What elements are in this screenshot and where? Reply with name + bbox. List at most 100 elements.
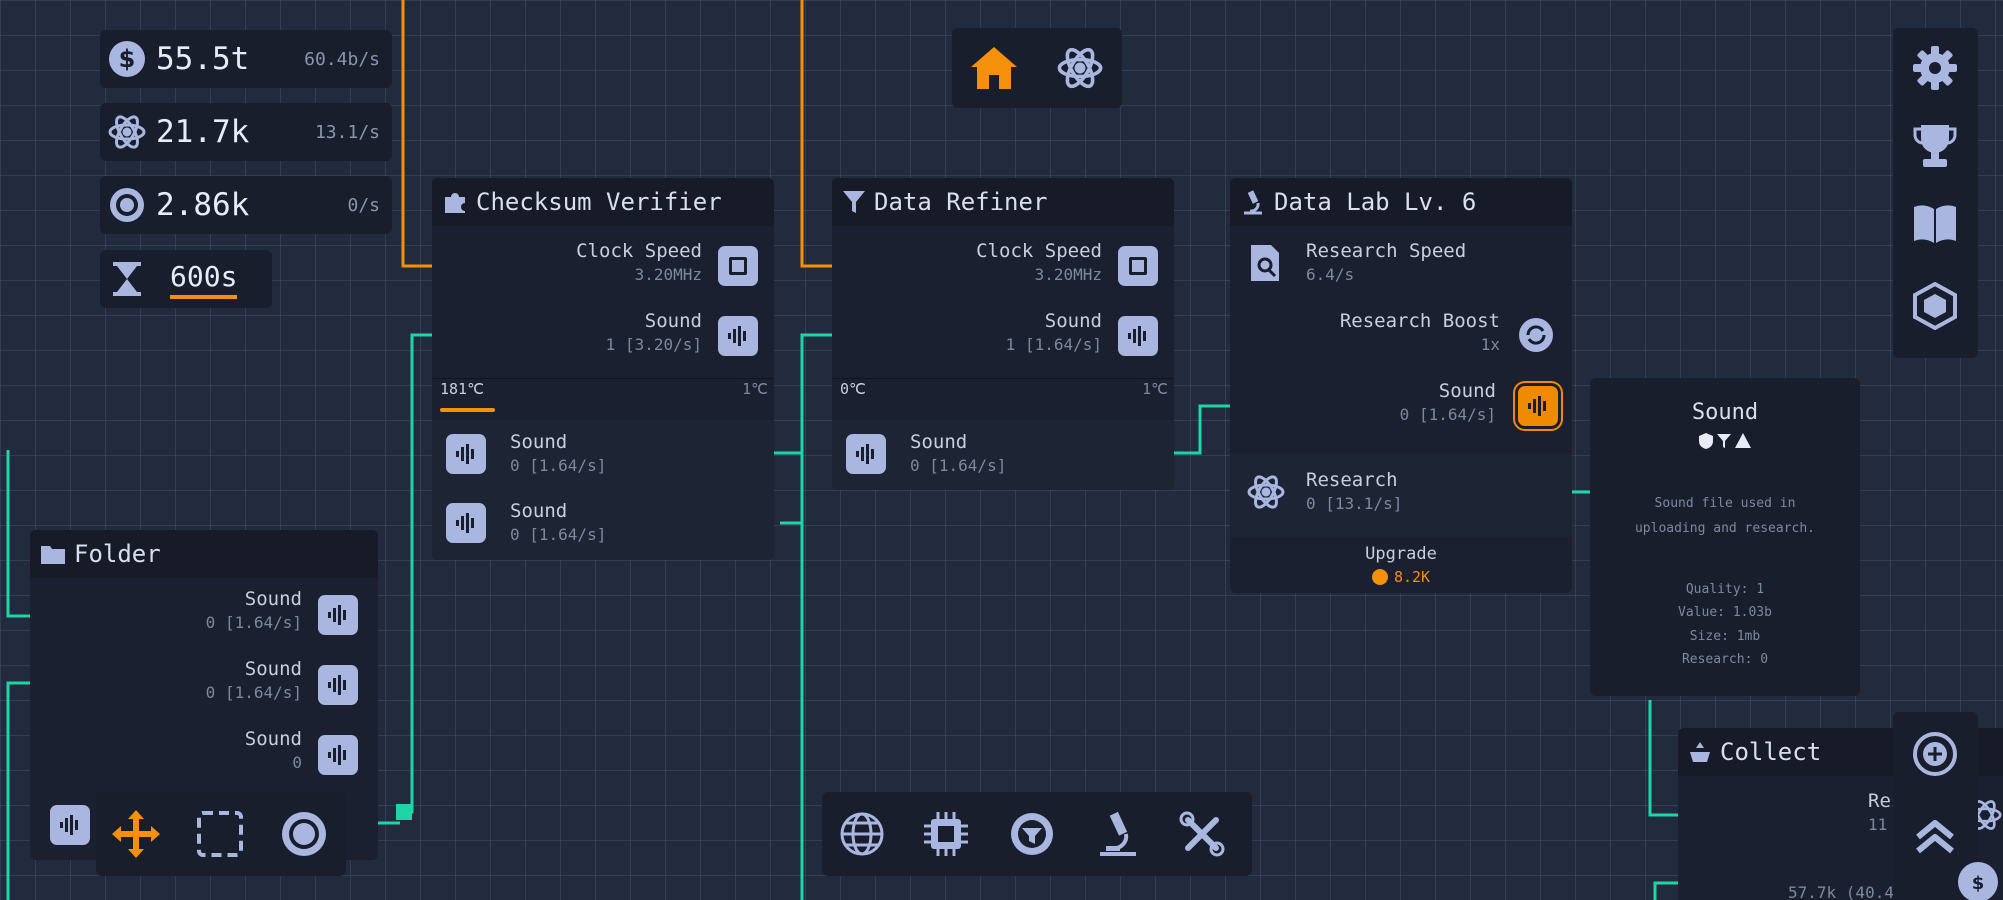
dollar-coin-icon: $ [106, 38, 148, 80]
upgrade-cost: 8.2K [1230, 568, 1572, 586]
funnel-icon [1717, 434, 1731, 448]
dollar-coin-icon[interactable]: $ [1958, 862, 1998, 900]
sound-file-icon[interactable] [318, 665, 358, 705]
research-speed-value: 6.4/s [1306, 265, 1355, 284]
temperature-current: 181℃ [440, 380, 484, 398]
sound-file-icon[interactable] [318, 735, 358, 775]
refiner-header[interactable]: Data Refiner [832, 178, 1174, 226]
sound-input-value: 1 [1.64/s] [1005, 335, 1102, 354]
atom-icon [1242, 468, 1290, 516]
book-icon[interactable] [1907, 196, 1963, 252]
research-nav-icon[interactable] [1052, 40, 1108, 96]
sound-input-label: Sound [1438, 380, 1496, 402]
chip-icon[interactable] [918, 806, 974, 862]
folder-header[interactable]: Folder [30, 530, 378, 578]
sound-file-icon[interactable] [50, 805, 90, 845]
funnel-icon [842, 189, 866, 215]
select-box-icon[interactable] [192, 806, 248, 862]
target-circle-icon[interactable] [276, 806, 332, 862]
clock-speed-label: Clock Speed [976, 240, 1102, 262]
temperature-max: 1℃ [742, 380, 768, 398]
temperature-max: 1℃ [1142, 380, 1168, 398]
tooltip-title: Sound [1691, 400, 1759, 425]
puzzle-icon [442, 189, 468, 215]
sound-file-icon[interactable] [1518, 386, 1558, 426]
temperature-current: 0℃ [840, 380, 866, 398]
home-icon[interactable] [966, 40, 1022, 96]
upgrade-button[interactable]: Upgrade [1230, 544, 1572, 564]
boost-refresh-icon[interactable] [1514, 313, 1558, 357]
sound-label: Sound [244, 728, 302, 750]
sound-input-label: Sound [644, 310, 702, 332]
wire-green-refiner-in [800, 333, 840, 900]
coin-icon [1371, 569, 1388, 585]
wire-green-refiner-out [1168, 404, 1245, 455]
gear-icon[interactable] [1907, 40, 1963, 96]
sound-value: 0 [1.64/s] [205, 683, 302, 702]
sound-output-value: 0 [1.64/s] [910, 456, 1007, 475]
side-menu [1893, 28, 1978, 358]
research-panel: 21.7k 13.1/s [100, 103, 392, 161]
shield-icon [1699, 433, 1713, 449]
center-view-icon[interactable] [1907, 726, 1963, 782]
tooltip-value: Value: 1.03b [1678, 605, 1772, 621]
cpu-icon[interactable] [718, 246, 758, 286]
refiner-icon[interactable] [1004, 806, 1060, 862]
sound-label: Sound [244, 588, 302, 610]
sound-file-icon[interactable] [846, 434, 886, 474]
folder-title: Folder [74, 540, 161, 568]
data-lab-header[interactable]: Data Lab Lv. 6 [1230, 178, 1572, 226]
timer-value: 600s [170, 260, 238, 299]
wire-junction-port[interactable] [396, 804, 412, 820]
sound-file-icon[interactable] [1118, 316, 1158, 356]
temperature-bar [440, 408, 495, 412]
atom-icon [106, 111, 148, 153]
wire-green-collect2 [1653, 881, 1680, 900]
tooltip-stats: Quality: 1 Value: 1.03b Size: 1mb Resear… [1590, 578, 1860, 672]
sound-file-icon[interactable] [446, 434, 486, 474]
hourglass-icon [106, 258, 148, 300]
wire-green-left2 [6, 681, 30, 900]
data-lab-node[interactable]: Data Lab Lv. 6 Research Speed 6.4/s Rese… [1230, 178, 1572, 593]
timer-panel[interactable]: 600s [100, 250, 272, 308]
sound-file-icon[interactable] [718, 316, 758, 356]
collapse-up-icon[interactable] [1907, 808, 1963, 864]
checksum-header[interactable]: Checksum Verifier [432, 178, 774, 226]
move-arrows-icon[interactable] [108, 806, 164, 862]
data-lab-title: Data Lab Lv. 6 [1274, 188, 1477, 216]
folder-icon [40, 543, 66, 565]
research-speed-label: Research Speed [1306, 240, 1467, 262]
upgrade-label: Upgrade [1365, 544, 1437, 564]
collect-basket-icon [1688, 740, 1712, 764]
wire-green-collect1 [1648, 700, 1680, 817]
tooltip-description: Sound file used in uploading and researc… [1634, 496, 1815, 536]
sound-file-icon[interactable] [318, 595, 358, 635]
research-value: 21.7k [156, 114, 250, 150]
tooltip-size: Size: 1mb [1689, 628, 1761, 644]
research-boost-label: Research Boost [1339, 310, 1500, 332]
sound-tooltip: Sound Sound file used in uploading and r… [1590, 378, 1860, 696]
collect-title: Collect [1720, 738, 1822, 766]
clock-speed-value: 3.20MHz [634, 265, 702, 284]
refiner-title: Data Refiner [874, 188, 1048, 216]
sound-output-label: Sound [910, 431, 968, 453]
sound-input-label: Sound [1044, 310, 1102, 332]
sound-output-label: Sound [510, 431, 568, 453]
tool-panel [96, 792, 346, 876]
checksum-verifier-node[interactable]: Checksum Verifier Clock Speed 3.20MHz So… [432, 178, 774, 560]
globe-icon[interactable] [834, 806, 890, 862]
sound-file-icon[interactable] [446, 503, 486, 543]
microscope-icon [1240, 189, 1266, 215]
money-rate: 60.4b/s [304, 48, 380, 70]
document-search-icon [1244, 238, 1288, 288]
trophy-icon[interactable] [1907, 118, 1963, 174]
money-value: 55.5t [156, 41, 250, 77]
research-output-label: Research [1306, 469, 1398, 491]
sound-input-value: 0 [1.64/s] [1399, 405, 1496, 424]
shield-hex-icon[interactable] [1907, 278, 1963, 334]
wrench-cross-icon[interactable] [1174, 806, 1230, 862]
cpu-icon[interactable] [1118, 246, 1158, 286]
microscope-icon[interactable] [1090, 806, 1146, 862]
data-refiner-node[interactable]: Data Refiner Clock Speed 3.20MHz Sound 1… [832, 178, 1174, 490]
research-rate: 13.1/s [314, 121, 380, 143]
